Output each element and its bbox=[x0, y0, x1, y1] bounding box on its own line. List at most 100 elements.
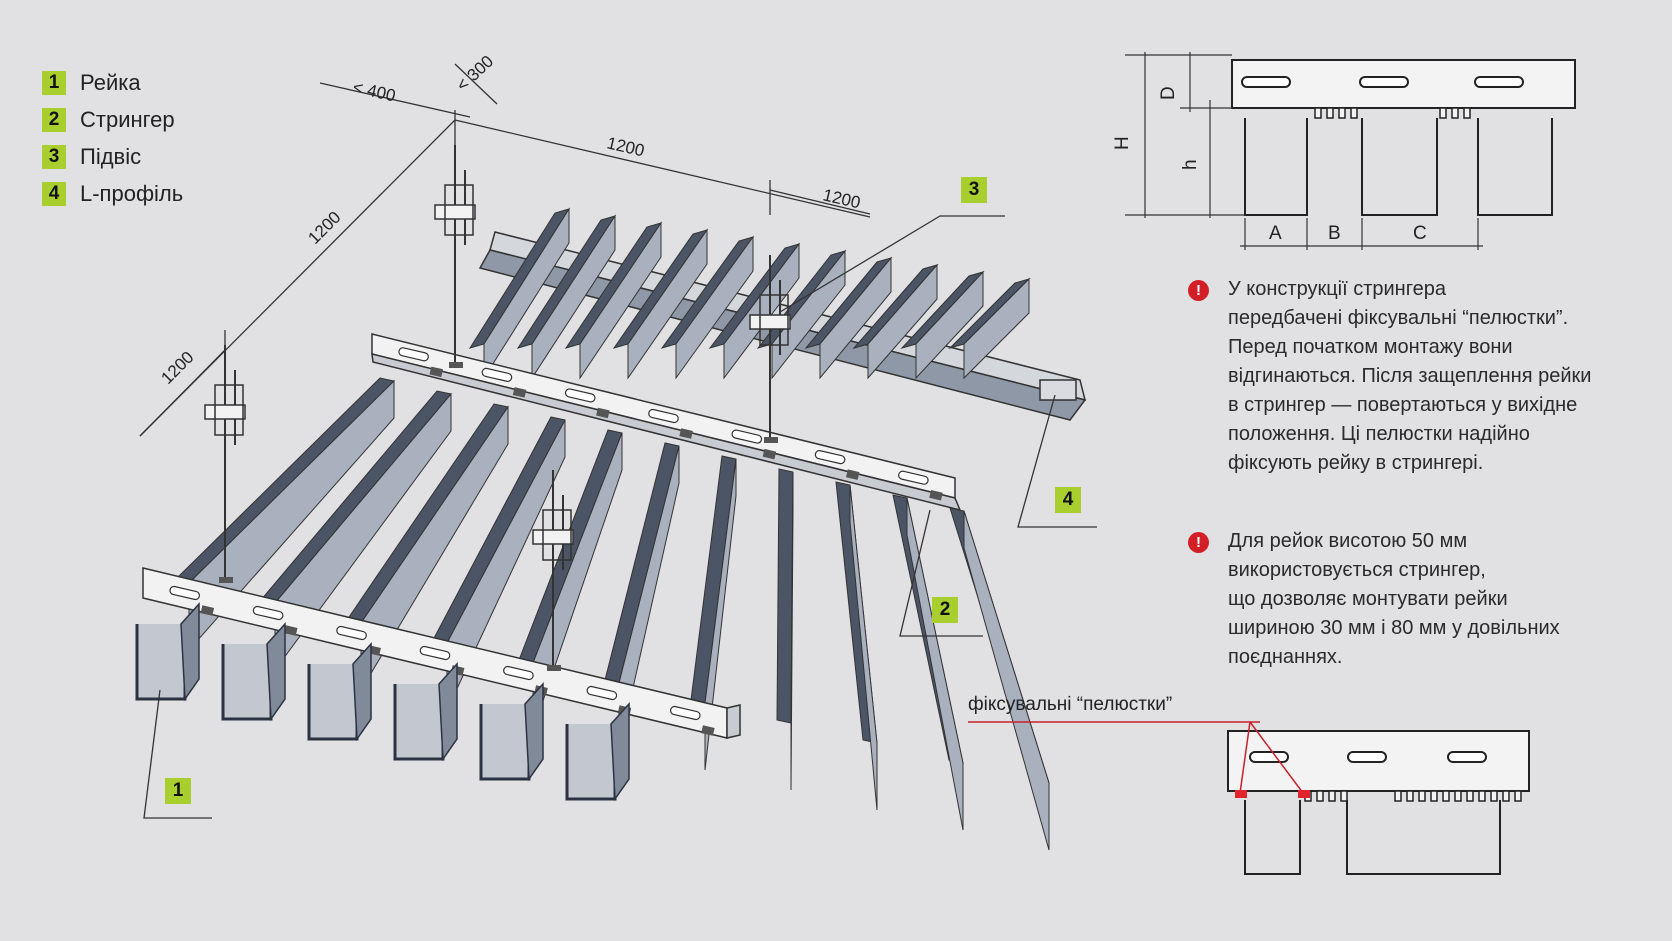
rail-end bbox=[307, 664, 359, 741]
stringer-tooth bbox=[1340, 790, 1348, 802]
stringer-slot bbox=[336, 625, 367, 641]
hanger-clip bbox=[449, 362, 463, 368]
rail-end-side bbox=[610, 702, 630, 802]
stringer-tooth bbox=[1514, 790, 1522, 802]
stringer-tooth bbox=[1490, 790, 1498, 802]
stringer-tooth bbox=[1502, 790, 1510, 802]
legend-label: Підвіс bbox=[80, 143, 142, 169]
dim-1200-right: 1200 bbox=[821, 185, 862, 212]
stringer-tooth bbox=[284, 625, 298, 636]
stringer-tooth bbox=[512, 387, 527, 398]
rail-side bbox=[963, 510, 1050, 851]
rail-end bbox=[135, 624, 187, 701]
rail-side bbox=[675, 235, 754, 380]
stringer-tooth bbox=[1418, 790, 1426, 802]
rail-end-side bbox=[266, 622, 286, 722]
rail-side bbox=[819, 256, 892, 380]
hanger-bracket bbox=[532, 529, 574, 545]
dim-lt400: < 400 bbox=[351, 77, 397, 105]
rail-side bbox=[906, 497, 964, 831]
dim-1200-left-lower: 1200 bbox=[157, 348, 197, 388]
section-diagram-top bbox=[1231, 59, 1576, 216]
hanger-spring bbox=[444, 184, 474, 236]
stringer-tooth bbox=[1338, 107, 1346, 119]
stringer-tooth bbox=[1478, 790, 1486, 802]
hanger-bracket bbox=[204, 404, 246, 420]
label-H: H bbox=[1112, 136, 1133, 150]
stringer-tooth bbox=[845, 469, 860, 480]
label-D: D bbox=[1158, 86, 1179, 100]
rail-top bbox=[776, 468, 794, 724]
legend-badge: 1 bbox=[42, 70, 66, 95]
stringer-tooth bbox=[679, 428, 693, 439]
stringer-slot bbox=[814, 450, 846, 465]
label-A: A bbox=[1269, 223, 1282, 244]
rail-end-side bbox=[524, 682, 544, 782]
legend-label: Рейка bbox=[80, 69, 141, 95]
rail-end bbox=[479, 704, 531, 781]
stringer-tooth bbox=[1466, 790, 1474, 802]
dim-1200-left-upper: 1200 bbox=[304, 208, 344, 248]
back-stringer-slots bbox=[398, 347, 943, 501]
hangers bbox=[204, 145, 791, 671]
stringer-tooth bbox=[929, 490, 943, 501]
rail-end bbox=[221, 644, 273, 721]
rail-side bbox=[963, 277, 1030, 380]
front-rails bbox=[173, 377, 1050, 851]
stringer-slot bbox=[252, 605, 284, 621]
stringer-slot bbox=[481, 367, 513, 382]
stringer-tooth bbox=[1430, 790, 1438, 802]
stringer-slot bbox=[398, 347, 429, 362]
legend-item-rail: 1 Рейка bbox=[42, 64, 183, 101]
legend: 1 Рейка 2 Стрингер 3 Підвіс 4 L-профіль bbox=[42, 64, 183, 212]
rail-side bbox=[531, 214, 616, 380]
stringer-tooth bbox=[1406, 790, 1414, 802]
stringer-tooth bbox=[1326, 107, 1334, 119]
rail-end-side bbox=[180, 602, 200, 702]
rail-side bbox=[771, 249, 846, 380]
legend-badge: 3 bbox=[42, 144, 66, 169]
stringer-slot bbox=[169, 585, 201, 601]
callout-rail: 1 bbox=[165, 778, 191, 804]
stringer-tooth bbox=[1394, 790, 1402, 802]
callout-hanger: 3 bbox=[961, 177, 987, 203]
stringer-tooth bbox=[1463, 107, 1471, 119]
rail-ends bbox=[135, 602, 630, 802]
stringer-slot bbox=[648, 408, 679, 424]
note-petals: У конструкції стрингера передбачені фікс… bbox=[1228, 278, 1592, 474]
stringer-tooth bbox=[1314, 107, 1322, 119]
stringer-slot bbox=[586, 685, 618, 701]
stringer-slot bbox=[669, 705, 701, 721]
petals-label: фіксувальні “пелюстки” bbox=[968, 694, 1173, 715]
callout-lines bbox=[143, 215, 1097, 819]
hanger-clip bbox=[764, 437, 778, 443]
rail-side bbox=[704, 458, 737, 771]
rail-side bbox=[579, 221, 662, 380]
rail-end-side bbox=[438, 662, 458, 762]
section-labels: H D h A B C bbox=[1112, 86, 1427, 244]
legend-item-hanger: 3 Підвіс bbox=[42, 138, 183, 175]
stringer-tooth bbox=[1442, 790, 1450, 802]
legend-label: L-профіль bbox=[80, 180, 184, 206]
warning-icon: ! bbox=[1188, 280, 1209, 301]
section-dimensions bbox=[1125, 52, 1483, 250]
hanger-clip bbox=[219, 577, 233, 583]
stringer-tooth bbox=[1454, 790, 1462, 802]
hanger-spring bbox=[214, 384, 244, 436]
stringer-slot bbox=[419, 645, 451, 661]
stringer-tooth bbox=[1451, 107, 1459, 119]
legend-badge: 4 bbox=[42, 181, 66, 206]
hanger-bracket bbox=[749, 314, 791, 330]
petals-pointer bbox=[968, 721, 1310, 798]
callout-l-profile: 4 bbox=[1055, 487, 1081, 513]
rail-side bbox=[723, 242, 800, 380]
rail-side bbox=[849, 484, 878, 811]
stringer-slot bbox=[898, 470, 929, 485]
stringer-tooth bbox=[1316, 790, 1324, 802]
hanger-spring bbox=[542, 509, 572, 561]
rail-side bbox=[627, 228, 708, 380]
label-C: C bbox=[1413, 223, 1427, 244]
stringer-tooth bbox=[1439, 107, 1447, 119]
hanger-spring bbox=[759, 294, 789, 346]
legend-label: Стрингер bbox=[80, 106, 175, 132]
